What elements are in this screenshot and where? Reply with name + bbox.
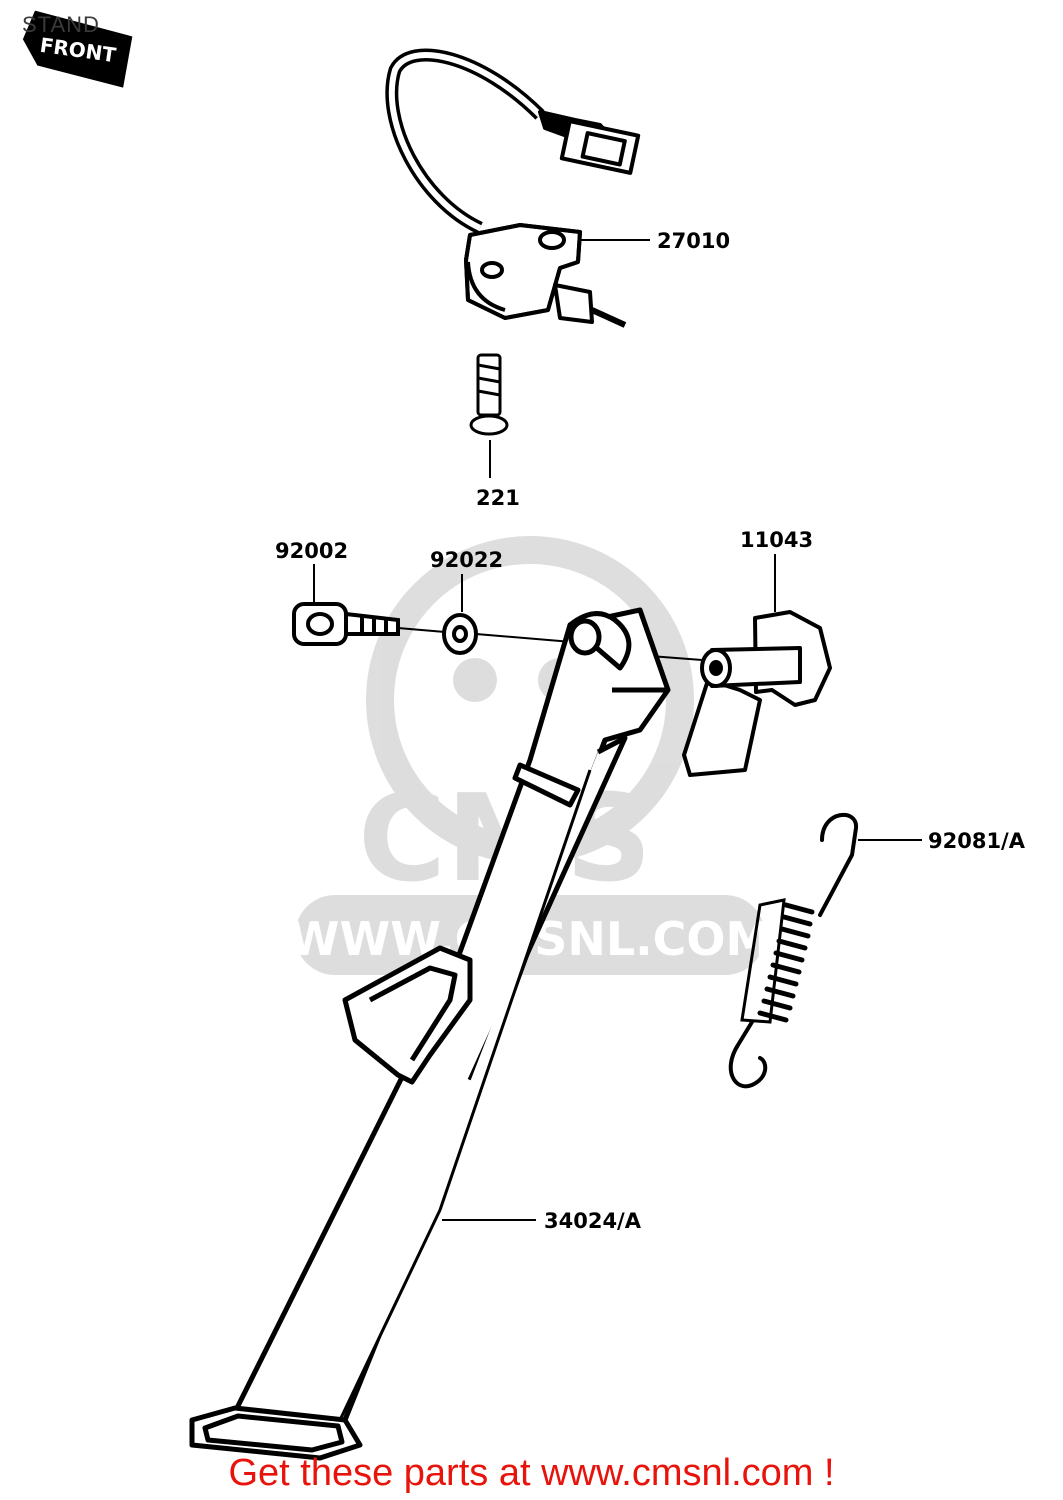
callout-92022: 92022 [430, 548, 503, 572]
footer-promo-link[interactable]: Get these parts at www.cmsnl.com ! [228, 1452, 835, 1494]
callout-221: 221 [476, 486, 520, 510]
side-stand [189, 607, 671, 1461]
side-stand-switch [385, 48, 641, 328]
front-arrow-badge: FRONT [22, 10, 133, 88]
bolt-axis-line [475, 633, 573, 643]
switch-screw [469, 353, 509, 436]
callout-27010: 27010 [657, 229, 730, 253]
callout-11043: 11043 [740, 528, 813, 552]
callout-92081a: 92081/A [928, 829, 1026, 853]
callout-92002: 92002 [275, 539, 348, 563]
page-title: STAND [22, 12, 100, 37]
return-spring [728, 812, 858, 1089]
callout-34024a: 34024/A [544, 1209, 642, 1233]
stand-collar-bracket [682, 610, 832, 777]
washer [442, 613, 478, 655]
pivot-bolt [292, 602, 400, 646]
